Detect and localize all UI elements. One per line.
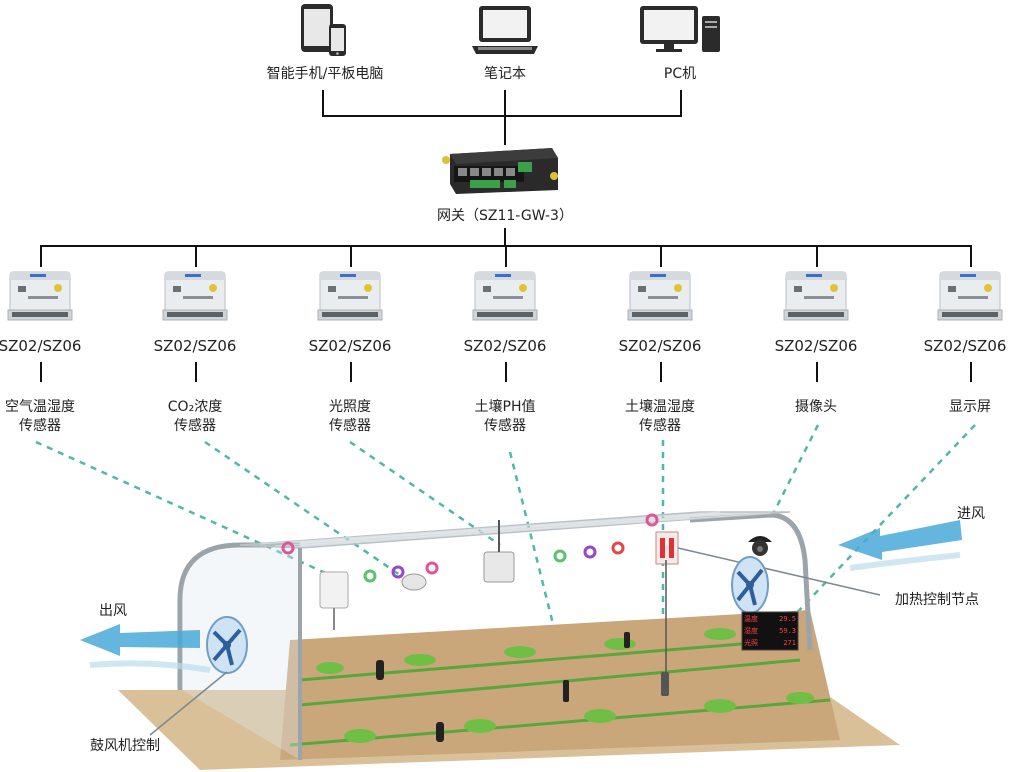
node-module-3 [316, 266, 384, 326]
desktop-pc-device [638, 4, 724, 54]
desktop-pc-icon [640, 6, 720, 52]
sensor-label-2b: 传感器 [174, 418, 216, 434]
gateway-router-icon [442, 148, 558, 194]
io-module-icon [783, 271, 849, 321]
tablet-phone-icon [301, 4, 346, 56]
connector-laptop [504, 90, 506, 116]
light-sensor-disc [401, 573, 427, 591]
heating-node-label: 加热控制节点 [895, 592, 979, 608]
node-module-7 [936, 266, 1004, 326]
node-module-6 [782, 266, 850, 326]
device-label-tablet-phone: 智能手机/平板电脑 [266, 66, 384, 82]
display-row-value: 59.3 [779, 627, 796, 635]
blower-pointer [149, 671, 228, 736]
node-sensor-line [505, 362, 507, 382]
connector-gateway-down [504, 228, 506, 246]
node-drop-line [195, 245, 197, 267]
node-sensor-line [970, 362, 972, 382]
node-model-3: SZ02/SZ06 [308, 337, 392, 355]
node-model-2: SZ02/SZ06 [153, 337, 237, 355]
heating-node-box [655, 531, 881, 596]
display-row-name: 温度 [744, 615, 758, 623]
roof-grid [259, 511, 771, 548]
sensor-label-7a: 显示屏 [949, 399, 991, 415]
gateway-device [440, 144, 564, 198]
laptop-icon [472, 6, 538, 54]
node-drop-line [350, 245, 352, 267]
sensor-label-6a: 摄像头 [795, 399, 837, 415]
sensor-label-4b: 传感器 [484, 418, 526, 434]
greenhouse-frame-front [177, 542, 300, 690]
node-sensor-line [40, 362, 42, 382]
connector-pc [680, 90, 682, 116]
node-drop-line [505, 245, 507, 267]
io-module-icon [7, 271, 73, 321]
node-sensor-line [660, 362, 662, 382]
inlet-fan [731, 556, 769, 614]
node-model-1: SZ02/SZ06 [0, 337, 82, 355]
led-display-panel [741, 611, 799, 651]
gateway-label: 网关（SZ11-GW-3） [437, 208, 573, 224]
node-model-4: SZ02/SZ06 [463, 337, 547, 355]
soil-probes [376, 632, 669, 742]
node-module-4 [471, 266, 539, 326]
connector-top-bus [322, 115, 682, 117]
node-sensor-line [350, 362, 352, 382]
node-drop-line [970, 245, 972, 267]
node-model-6: SZ02/SZ06 [774, 337, 858, 355]
sensor-label-3a: 光照度 [329, 399, 371, 415]
sensor-indicators [281, 513, 659, 583]
sensor-label-1b: 传感器 [19, 418, 61, 434]
outlet-wind-arrow [80, 624, 211, 673]
io-module-icon [937, 271, 1003, 321]
wireless-links [35, 424, 976, 690]
display-row-name: 湿度 [744, 627, 758, 635]
node-drop-line [816, 245, 818, 267]
blower-control-label: 鼓风机控制 [90, 738, 160, 754]
sensor-label-3b: 传感器 [329, 418, 371, 434]
sensor-label-4a: 土壤PH值 [474, 399, 536, 415]
sensor-label-5a: 土壤温湿度 [625, 399, 695, 415]
led-display-text: 温度 29.5 湿度 59.3 光照 271 [744, 613, 796, 649]
node-module-2 [161, 266, 229, 326]
connector-tablet [322, 90, 324, 116]
display-row-name: 光照 [744, 639, 758, 647]
io-module-icon [472, 271, 538, 321]
display-row-value: 271 [783, 639, 796, 647]
connector-gateway-up [504, 115, 506, 145]
node-module-5 [626, 266, 694, 326]
inlet-wind-arrow [838, 520, 962, 571]
node-sensor-line [195, 362, 197, 382]
display-row-value: 29.5 [779, 615, 796, 623]
sensor-label-5b: 传感器 [639, 418, 681, 434]
node-drop-line [40, 245, 42, 267]
io-module-icon [162, 271, 228, 321]
outlet-label: 出风 [99, 603, 127, 619]
node-drop-line [660, 245, 662, 267]
inlet-label: 进风 [957, 506, 985, 522]
tablet-phone-device [298, 2, 350, 58]
node-sensor-line [816, 362, 818, 382]
ph-sensor-box [483, 520, 515, 583]
device-label-laptop: 笔记本 [484, 66, 526, 82]
node-model-5: SZ02/SZ06 [618, 337, 702, 355]
device-label-pc: PC机 [663, 66, 697, 82]
io-module-icon [627, 271, 693, 321]
air-sensor-box [319, 571, 349, 630]
outlet-fan [206, 616, 248, 674]
node-model-7: SZ02/SZ06 [923, 337, 1007, 355]
greenhouse-frame-back [689, 512, 813, 651]
node-module-1 [6, 266, 74, 326]
laptop-device [470, 4, 540, 56]
camera-dome [748, 536, 772, 556]
sensor-label-1a: 空气温湿度 [5, 399, 75, 415]
sensor-label-2a: CO₂浓度 [167, 399, 223, 415]
io-module-icon [317, 271, 383, 321]
